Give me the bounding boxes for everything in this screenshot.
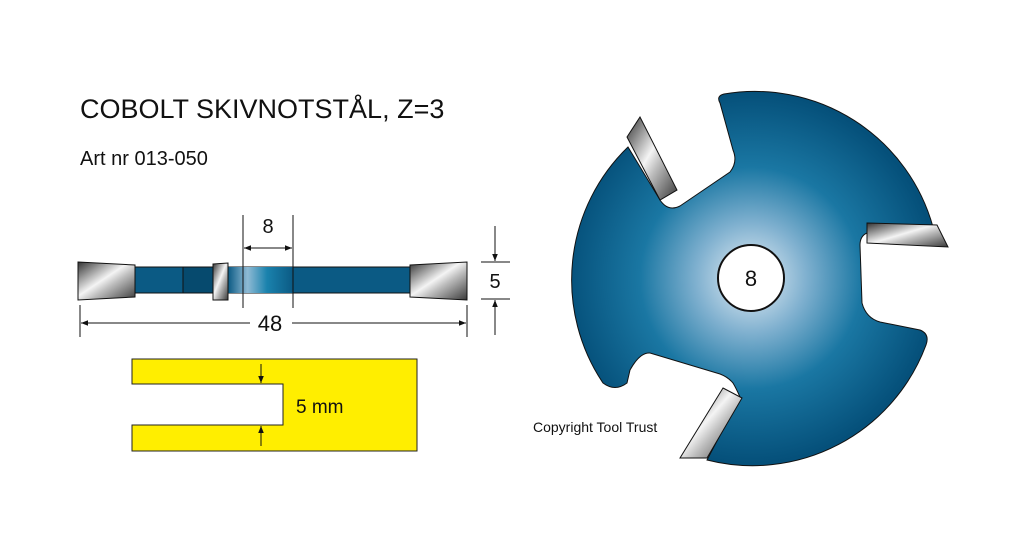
article-number: Art nr 013-050 xyxy=(80,148,208,170)
groove-profile: 5 mm xyxy=(131,358,418,452)
tip-center xyxy=(212,262,229,301)
cutting-tooth-right xyxy=(866,222,949,248)
bore-label: 8 xyxy=(745,266,757,291)
copyright: Copyright Tool Trust xyxy=(533,419,657,435)
tip-left xyxy=(77,261,136,301)
bore-hole xyxy=(717,244,785,312)
front-view: 8 xyxy=(571,90,949,467)
cutting-tooth-top xyxy=(626,115,678,201)
tip-right xyxy=(409,261,468,301)
title: COBOLT SKIVNOTSTÅL, Z=3 xyxy=(80,93,444,124)
bore-dimension: 8 xyxy=(262,216,273,238)
cutting-tooth-bottom xyxy=(679,387,743,459)
side-view: 8 48 5 xyxy=(77,215,510,337)
groove-width-label: 5 mm xyxy=(296,397,344,418)
diameter-dimension: 48 xyxy=(258,311,282,336)
thickness-dimension: 5 xyxy=(489,271,500,293)
